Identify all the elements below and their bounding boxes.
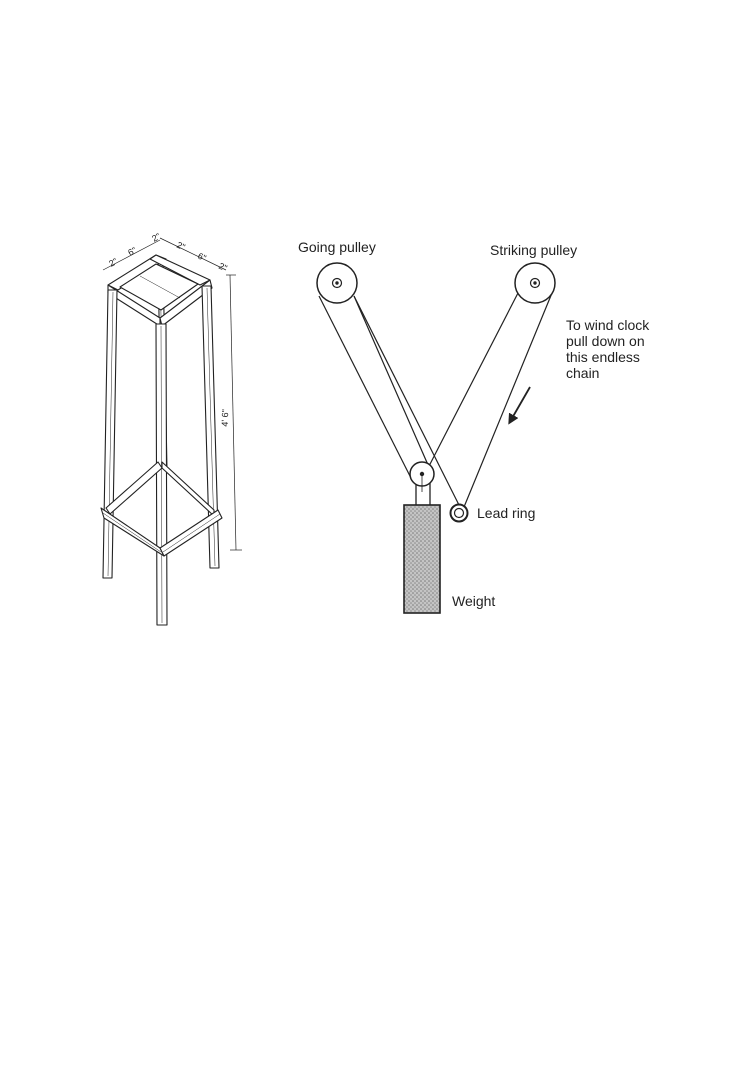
winding-arrow [508, 386, 531, 425]
endless-chain [318, 292, 553, 508]
dim-side-1: 2" [175, 240, 187, 253]
instruction-line-4: chain [566, 365, 599, 381]
stand-drawing [100, 237, 242, 626]
weight-label: Weight [452, 593, 495, 609]
lead-ring [449, 503, 469, 523]
weight-pulley [409, 461, 435, 509]
going-pulley [316, 262, 358, 304]
dim-top-2: 6" [126, 245, 138, 258]
instruction-line-2: pull down on [566, 333, 645, 349]
stand-left-leg [102, 289, 118, 579]
going-pulley-label: Going pulley [298, 239, 376, 255]
instruction-line-1: To wind clock [566, 317, 650, 333]
dim-side-2: 6" [196, 251, 208, 264]
stand-top-frame [107, 254, 213, 327]
pulley-system [316, 262, 556, 614]
dim-top-3: 2" [150, 231, 162, 244]
stand-front-leg [155, 323, 168, 626]
dim-height: 4' 6" [220, 409, 231, 427]
stand-dimension-labels: 2" 6" 2" 2" 6" 2" 4' 6" [107, 231, 230, 427]
dim-top-1: 2" [107, 256, 119, 269]
stand-dimension-lines [102, 237, 242, 551]
instruction-line-3: this endless [566, 349, 640, 365]
striking-pulley [514, 262, 556, 304]
dim-side-3: 2" [217, 261, 229, 274]
stand-bottom-frame [100, 461, 223, 557]
weight-block [403, 504, 441, 614]
instruction-text: To wind clock pull down on this endless … [566, 317, 653, 381]
striking-pulley-label: Striking pulley [490, 242, 577, 258]
lead-ring-label: Lead ring [477, 505, 535, 521]
